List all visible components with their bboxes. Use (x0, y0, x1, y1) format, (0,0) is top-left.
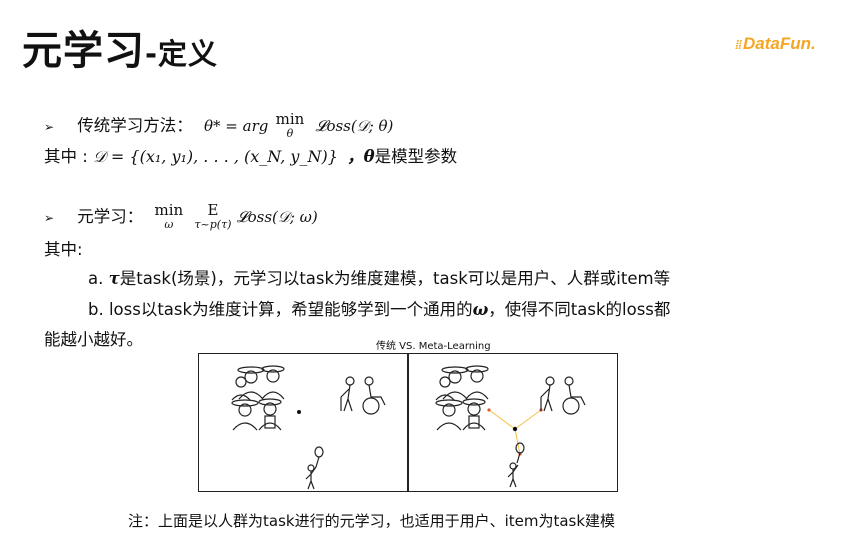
logo-text: DataFun. (743, 34, 816, 53)
meta-min-op: min ω (154, 201, 184, 231)
footer-note: 注：上面是以人群为task进行的元学习，也适用于用户、item为task建模 (128, 512, 616, 530)
dataset-prefix: 其中 : (44, 147, 88, 166)
item-b-text: b. loss以task为维度计算，希望能够学到一个通用的 (88, 300, 473, 319)
tau-symbol: τ (108, 269, 120, 288)
slide-title: 元学习-定义 (22, 18, 218, 76)
child-balloon-icon (305, 446, 324, 490)
traditional-min-op: min θ (275, 110, 305, 140)
theta-desc: 是模型参数 (374, 147, 458, 166)
meta-edges (488, 409, 542, 455)
bullet-meta: ➢ 元学习： min ω E τ~p(τ) 𝓛oss(𝒟; ω) (44, 201, 318, 231)
theta-symbol: ，θ (347, 147, 375, 166)
line-qizhong: 其中: (44, 240, 83, 259)
diagram-title: 传统 VS. Meta-Learning (376, 341, 491, 352)
omega-symbol: ω (472, 300, 489, 319)
meta-formula-rhs: 𝓛oss(𝒟; ω) (236, 208, 318, 226)
item-a: a. τ是task(场景)，元学习以task为维度建模，task可以是用户、人群… (88, 269, 671, 288)
logo-dots-icon: ⁞⁞ (735, 38, 742, 52)
item-b-continued: 能越小越好。 (44, 330, 143, 349)
dataset-formula: 𝒟 = {(x₁, y₁), . . . , (x_N, y_N)} (93, 147, 338, 166)
bullet-arrow-icon: ➢ (44, 211, 55, 225)
meta-expectation-op: E τ~p(τ) (194, 201, 232, 231)
cowboy-group-icon (231, 365, 285, 431)
traditional-label: 传统学习方法： (77, 116, 193, 135)
cowboy-group-icon (435, 365, 489, 431)
elderly-wheelchair-icon (340, 376, 386, 415)
title-main: 元学习 (22, 28, 145, 74)
datafun-logo: ⁞⁞DataFun. (735, 34, 816, 54)
child-balloon-icon (507, 442, 525, 488)
item-b: b. loss以task为维度计算，希望能够学到一个通用的ω，使得不同task的… (88, 296, 670, 320)
item-a-text: 是task(场景)，元学习以task为维度建模，task可以是用户、人群或ite… (119, 269, 671, 288)
meta-learning-illustration (435, 365, 586, 488)
bullet-traditional: ➢ 传统学习方法： θ* = arg min θ 𝓛oss(𝒟; θ) (44, 110, 394, 140)
line-dataset-def: 其中 : 𝒟 = {(x₁, y₁), . . . , (x_N, y_N)} … (44, 143, 457, 167)
center-dot-icon (297, 410, 301, 414)
bullet-arrow-icon: ➢ (44, 120, 55, 134)
traditional-formula-lhs: θ* = arg (204, 117, 269, 135)
panel-meta-learning (408, 353, 618, 492)
item-b-text2: ，使得不同task的loss都 (488, 300, 671, 319)
center-dot-icon (512, 426, 518, 432)
panel-traditional (198, 353, 408, 492)
elderly-wheelchair-icon (540, 376, 586, 415)
traditional-illustration (231, 365, 386, 490)
traditional-formula-rhs: 𝓛oss(𝒟; θ) (315, 117, 394, 135)
meta-label: 元学习： (77, 207, 144, 226)
title-sub: -定义 (145, 37, 219, 71)
